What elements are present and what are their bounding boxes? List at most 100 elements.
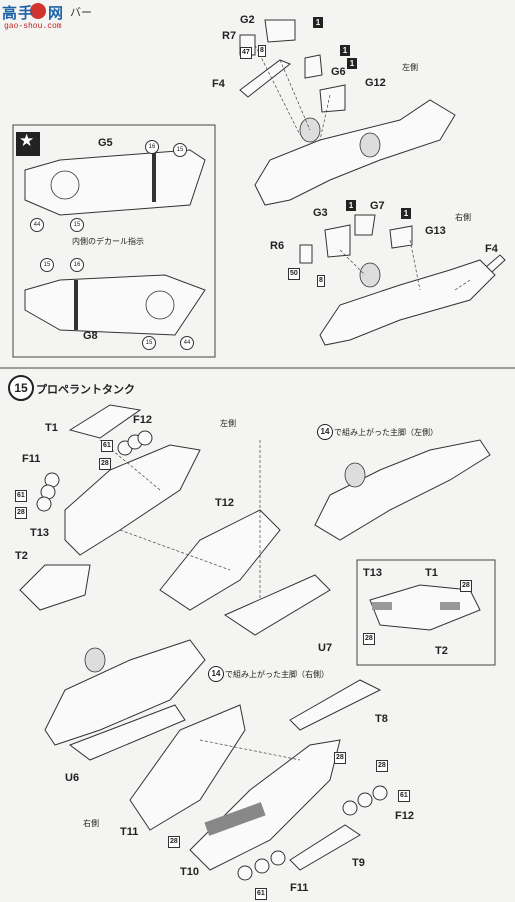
decal-1c: 1: [347, 58, 357, 69]
part-g3: [324, 224, 351, 258]
label-left-side: 左側: [402, 63, 418, 72]
part-g7: [354, 214, 376, 236]
part-t12: [159, 509, 281, 611]
label-t1: T1: [45, 422, 58, 434]
inset-frame: [12, 124, 216, 358]
part-g13: [389, 225, 413, 249]
logo-mid: 网: [48, 5, 64, 22]
decal-61a: 61: [101, 440, 113, 452]
ref-step-14-right: 14: [208, 666, 224, 682]
part-g12: [319, 84, 346, 113]
label-g13: G13: [425, 225, 446, 237]
decal-28c: 28: [334, 752, 346, 764]
label-g12: G12: [365, 77, 386, 89]
decal-61b: 61: [15, 490, 27, 502]
logo-main: 高手: [2, 5, 35, 22]
decal-28a: 28: [99, 458, 111, 470]
part-t2: [19, 564, 91, 611]
step-number: 15: [8, 375, 34, 401]
logo-icon: [30, 3, 46, 19]
decal-15a: 15: [173, 143, 187, 157]
label-f12b: F12: [395, 810, 414, 822]
decal-15d: 15: [142, 336, 156, 350]
logo-right: バー: [70, 7, 92, 19]
label-f4-right: F4: [485, 243, 498, 255]
decal-47: 47: [240, 47, 252, 59]
part-t8: [289, 679, 382, 731]
decal-1e: 1: [401, 208, 411, 219]
part-t9: [289, 824, 361, 871]
label-t8: T8: [375, 713, 388, 725]
assembled-leg-left: [314, 439, 491, 541]
site-logo: 高手 网 バー gao-shou.com: [0, 0, 125, 40]
decal-28d: 28: [376, 760, 388, 772]
part-g2: [264, 19, 296, 43]
decal-1a: 1: [313, 17, 323, 28]
label-r6: R6: [270, 240, 285, 252]
label-f4: F4: [212, 78, 225, 90]
part-r6: [299, 244, 313, 264]
label-g8: G8: [83, 330, 98, 342]
part-g5-shape: [24, 149, 206, 216]
decal-44a: 44: [30, 218, 44, 232]
label-t12: T12: [215, 497, 234, 509]
label-left-side-15: 左側: [220, 419, 236, 428]
label-t13: T13: [30, 527, 49, 539]
label-g2: G2: [240, 14, 255, 26]
main-leg-right: [319, 259, 496, 346]
decal-1b: 1: [340, 45, 350, 56]
detail-box: [356, 559, 496, 666]
part-t13: [64, 444, 201, 556]
part-u6: [68, 704, 186, 761]
label-g7: G7: [370, 200, 385, 212]
label-right-side-15: 右側: [83, 819, 99, 828]
label-f11: F11: [22, 453, 41, 465]
part-g6: [304, 54, 323, 79]
decal-8b: 8: [317, 275, 325, 287]
label-f12: F12: [133, 414, 152, 426]
decal-15b: 15: [70, 218, 84, 232]
label-t11: T11: [120, 826, 139, 838]
detail-label-t2: T2: [435, 645, 448, 657]
label-u7: U7: [318, 642, 333, 654]
part-t11: [129, 704, 246, 831]
detail-shape: [369, 584, 481, 631]
label-g5: G5: [98, 137, 113, 149]
decal-44b: 44: [180, 336, 194, 350]
decal-50: 50: [288, 268, 300, 280]
label-r7: R7: [222, 30, 237, 42]
ref-step-14-left: 14: [317, 424, 333, 440]
detail-label-t13: T13: [363, 567, 382, 579]
label-u6: U6: [65, 772, 80, 784]
part-f4-top: [239, 59, 291, 98]
wheel-right: [359, 262, 381, 288]
label-f11b: F11: [290, 882, 309, 894]
decal-61d: 61: [255, 888, 267, 900]
decal-16a: 16: [145, 140, 159, 154]
decal-16b: 16: [70, 258, 84, 272]
ref-text-left: で組み上がった主脚（左側）: [334, 428, 438, 437]
part-g8-shape: [24, 274, 206, 336]
assembled-leg-right: [44, 639, 206, 746]
decal-15c: 15: [40, 258, 54, 272]
part-u7: [223, 574, 331, 636]
ref-text-right: で組み上がった主脚（右側）: [225, 670, 329, 679]
decal-61c: 61: [398, 790, 410, 802]
decal-28b: 28: [15, 507, 27, 519]
detail-decal-28a: 28: [460, 580, 472, 592]
detail-decal-28b: 28: [363, 633, 375, 645]
label-t10: T10: [180, 866, 199, 878]
label-t9: T9: [352, 857, 365, 869]
label-right-side: 右側: [455, 213, 471, 222]
label-g3: G3: [313, 207, 328, 219]
label-g6: G6: [331, 66, 346, 78]
logo-url: gao-shou.com: [4, 22, 62, 31]
main-leg-left: [254, 99, 456, 206]
decal-28e: 28: [168, 836, 180, 848]
inset-caption: 内側のデカール指示: [72, 237, 144, 246]
decal-8a: 8: [258, 45, 266, 57]
part-t1: [68, 404, 142, 439]
label-t2: T2: [15, 550, 28, 562]
decal-1d: 1: [346, 200, 356, 211]
